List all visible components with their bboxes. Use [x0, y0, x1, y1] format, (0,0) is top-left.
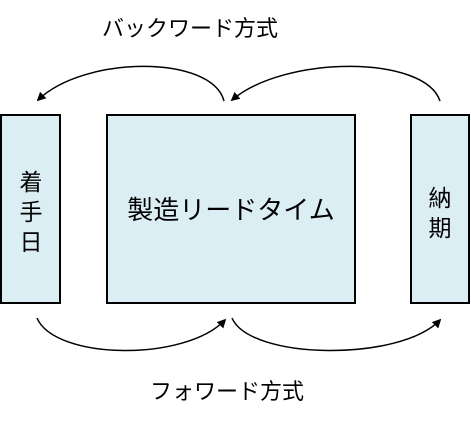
delivery-date-char-2: 期	[429, 216, 452, 242]
backward-arrow-right	[230, 65, 441, 102]
start-date-char-3: 日	[20, 230, 43, 256]
manufacturing-lead-time-label: 製造リードタイム	[127, 196, 334, 226]
start-date-char-1: 着	[20, 170, 43, 196]
manufacturing-lead-time-box	[106, 114, 356, 304]
backward-arrow-left	[36, 65, 225, 102]
start-date-char-2: 手	[20, 200, 43, 226]
forward-arrow-right	[231, 317, 442, 352]
forward-arrow-left	[36, 317, 227, 352]
backward-method-caption: バックワード方式	[102, 17, 278, 42]
forward-method-caption: フォワード方式	[150, 380, 304, 405]
delivery-date-char-1: 納	[429, 186, 452, 212]
start-date-box	[0, 114, 61, 304]
delivery-date-box	[410, 114, 470, 304]
